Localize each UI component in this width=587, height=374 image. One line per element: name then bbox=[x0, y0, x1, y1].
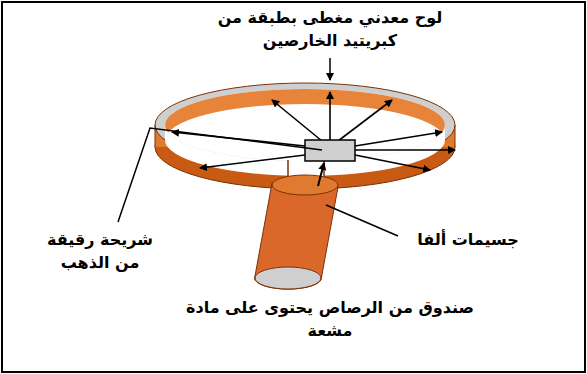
alpha-beam bbox=[318, 163, 324, 186]
leader-lines bbox=[118, 58, 398, 236]
screen-label: لوح معدني مغطى بطبقة من كبريتيد الخارصين bbox=[195, 6, 465, 52]
lead-box bbox=[254, 175, 338, 289]
scattered-rays bbox=[172, 92, 455, 170]
lead-box-label: صندوق من الرصاص يحتوى على مادة مشعة bbox=[185, 296, 475, 342]
gold-foil bbox=[305, 140, 355, 161]
alpha-label: جسيمات ألفا bbox=[398, 228, 538, 251]
foil-label: شريحة رقيقة من الذهب bbox=[35, 228, 165, 274]
